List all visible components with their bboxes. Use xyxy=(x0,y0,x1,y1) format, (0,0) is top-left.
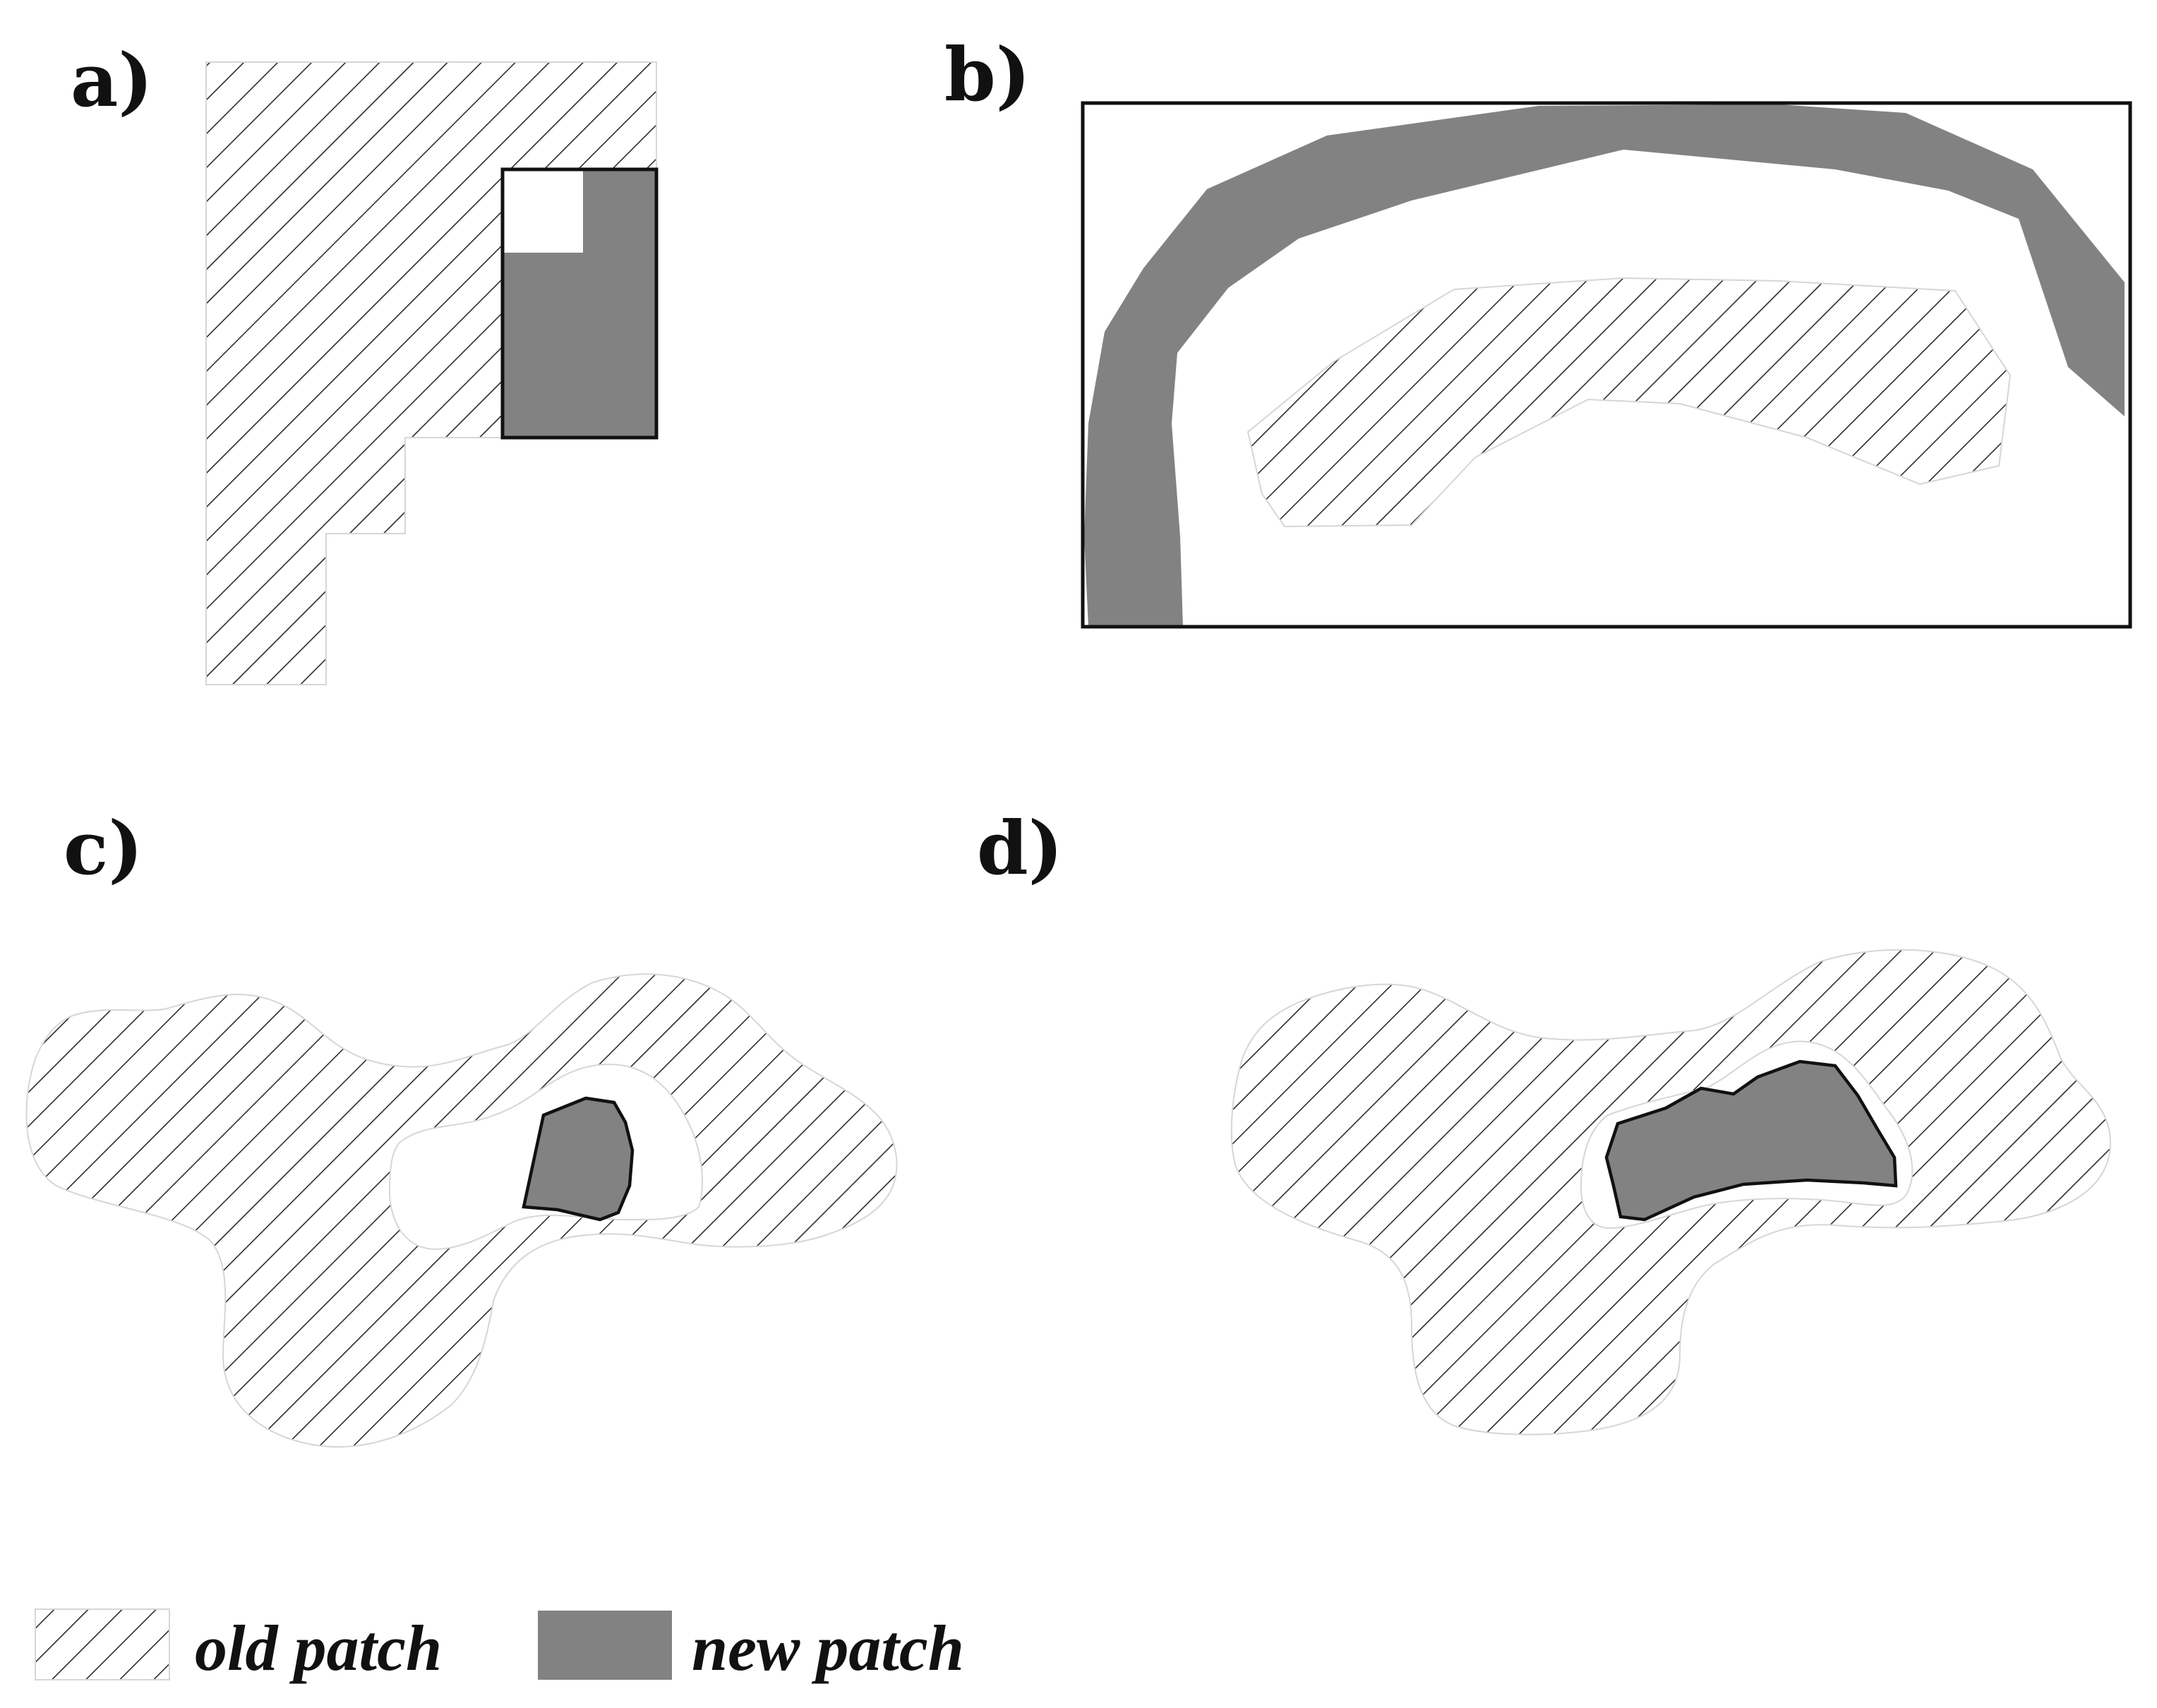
legend-swatch-old-patch xyxy=(35,1608,170,1680)
old-patch-d xyxy=(1230,949,2112,1436)
legend: old patch new patch xyxy=(35,1608,964,1684)
old-patch-a xyxy=(205,61,657,685)
new-patch-d xyxy=(1604,1059,1898,1222)
panel-label-b: b) xyxy=(944,31,1031,118)
panel-d: d) xyxy=(977,805,2112,1436)
patch-window-a xyxy=(500,167,659,440)
panel-a: a) xyxy=(71,37,659,685)
new-patch-c xyxy=(522,1096,635,1222)
legend-label-old-patch: old patch xyxy=(195,1612,442,1684)
panel-label-a: a) xyxy=(71,37,153,124)
old-patch-b xyxy=(1246,277,2012,528)
panel-label-d: d) xyxy=(977,805,1063,891)
legend-label-new-patch: new patch xyxy=(692,1612,964,1684)
legend-swatch-new-patch xyxy=(538,1611,672,1680)
frame-b xyxy=(1081,101,2132,629)
new-patch-a xyxy=(503,169,656,438)
panel-c: c) xyxy=(25,805,898,1448)
panel-label-c: c) xyxy=(64,805,143,891)
panel-b: b) xyxy=(944,31,2132,629)
old-patch-c xyxy=(25,973,898,1448)
